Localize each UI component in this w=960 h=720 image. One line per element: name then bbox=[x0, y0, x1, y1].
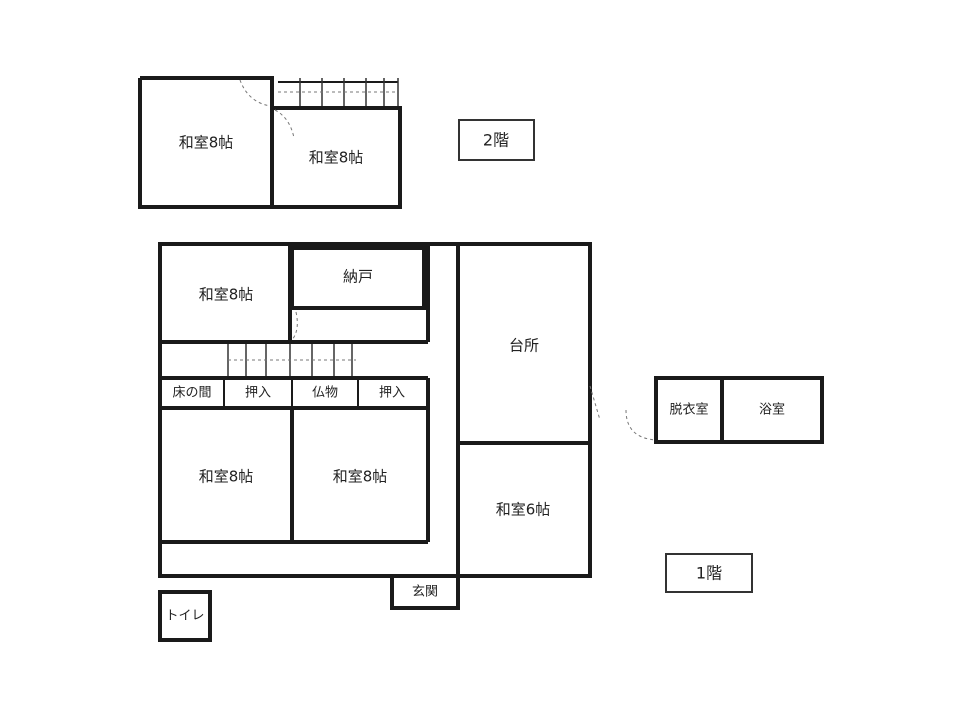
room-washitsu-1f-left: 和室8帖 bbox=[199, 468, 254, 486]
floor-1-label: 1階 bbox=[696, 564, 722, 583]
room-datsuijo: 脱衣室 bbox=[669, 402, 708, 418]
floor-2-label-box bbox=[458, 119, 535, 161]
room-washitsu-1f-top: 和室8帖 bbox=[199, 286, 254, 304]
room-oshiire-left: 押入 bbox=[245, 386, 271, 401]
floor-2-label: 2階 bbox=[483, 131, 509, 150]
stairs-floor-1 bbox=[160, 344, 356, 378]
room-nando-box bbox=[290, 246, 426, 310]
bath-block bbox=[654, 376, 824, 444]
stairs-floor-2 bbox=[278, 78, 399, 106]
room-genkan-box bbox=[390, 574, 460, 610]
room-washitsu-1f-right: 和室6帖 bbox=[496, 501, 551, 519]
room-daidokoro: 台所 bbox=[509, 337, 539, 355]
room-genkan: 玄関 bbox=[412, 585, 438, 600]
room-toilet: トイレ bbox=[165, 609, 204, 624]
floor-1: 和室8帖 納戸 台所 床の間 押入 仏物 押入 和室8帖 和室8帖 和室6帖 脱… bbox=[158, 242, 824, 642]
room-washitsu-2f-a: 和室8帖 bbox=[179, 134, 234, 152]
room-washitsu-1f-mid: 和室8帖 bbox=[333, 468, 388, 486]
door-swing bbox=[625, 409, 657, 441]
room-toilet-box bbox=[158, 590, 212, 642]
floor-1-label-box bbox=[665, 553, 753, 593]
room-nando: 納戸 bbox=[343, 268, 373, 286]
room-butsuma: 仏物 bbox=[312, 386, 338, 401]
floor-2: 和室8帖 和室8帖 bbox=[138, 76, 402, 209]
room-yokushitsu: 浴室 bbox=[759, 402, 785, 418]
door-swing bbox=[239, 79, 271, 107]
door-swing bbox=[274, 109, 295, 139]
room-oshiire-right: 押入 bbox=[379, 386, 405, 401]
room-washitsu-2f-b: 和室8帖 bbox=[309, 149, 364, 167]
door-swing bbox=[291, 311, 298, 341]
room-tokonoma: 床の間 bbox=[172, 386, 211, 401]
